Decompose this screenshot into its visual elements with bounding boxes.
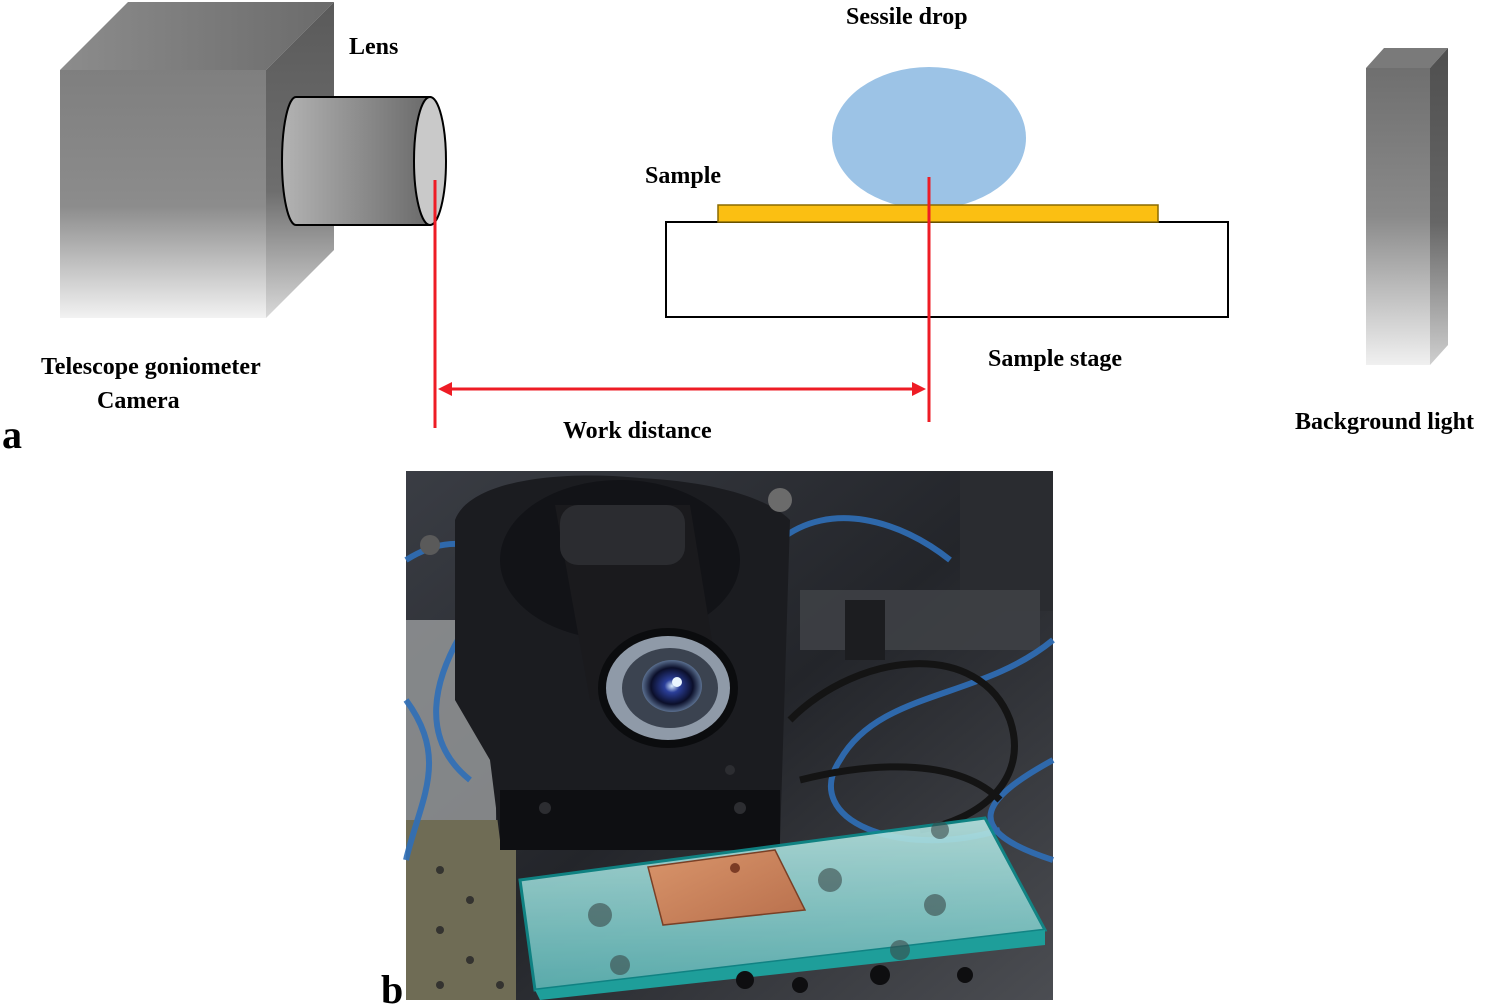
lens-icon xyxy=(281,96,447,226)
sample-layer xyxy=(717,204,1159,223)
sample-stage-label: Sample stage xyxy=(988,346,1122,372)
panel-b-photo xyxy=(403,471,1055,1000)
arrowhead-left xyxy=(438,382,452,396)
camera-label-line1: Telescope goniometer xyxy=(41,354,261,380)
lens-label: Lens xyxy=(349,34,398,60)
sample-label: Sample xyxy=(645,163,721,189)
sessile-drop-label: Sessile drop xyxy=(846,4,968,30)
work-distance-label: Work distance xyxy=(563,418,712,444)
background-light-label: Background light xyxy=(1295,409,1474,435)
photo-sample-slide xyxy=(518,816,1048,1000)
sample-stage xyxy=(665,221,1229,318)
photo-lens xyxy=(555,505,738,748)
panel-a-letter: a xyxy=(2,412,22,457)
work-distance-indicator xyxy=(433,177,931,428)
camera-icon xyxy=(60,2,334,318)
background-light-icon xyxy=(1366,48,1448,365)
panel-a: Lens Sessile drop Sample Telescope gonio… xyxy=(2,2,1474,457)
panel-b-letter: b xyxy=(381,967,403,1005)
arrowhead-right xyxy=(912,382,926,396)
sessile-drop xyxy=(832,67,1026,209)
camera-label-line2: Camera xyxy=(97,388,180,414)
